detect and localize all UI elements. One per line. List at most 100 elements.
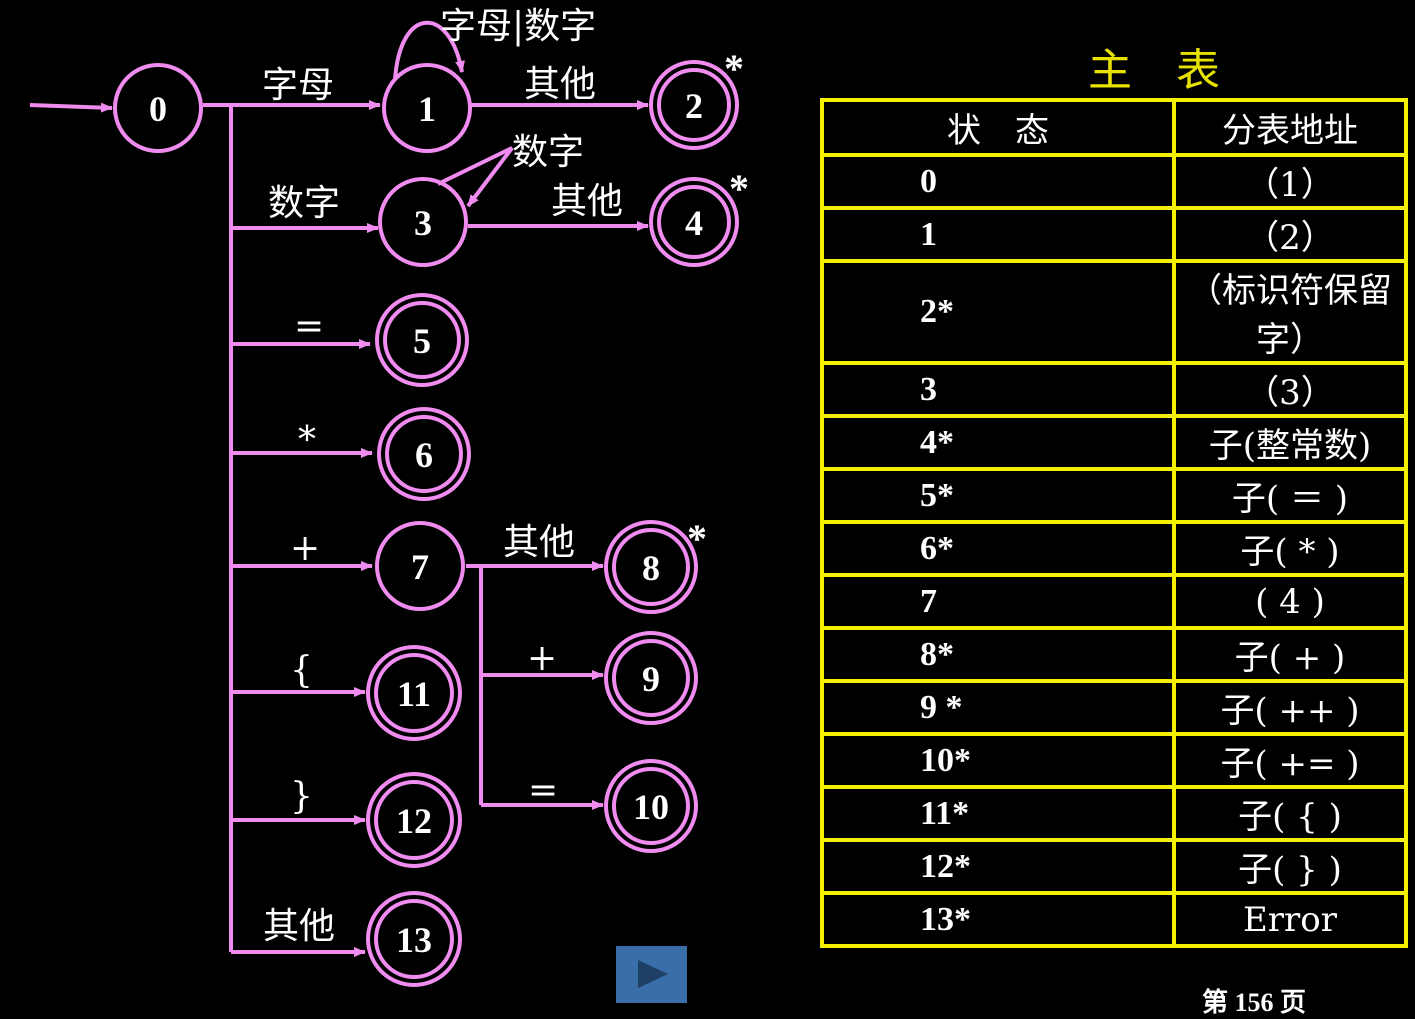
edge-label-loop-1: 字母|数字 [440, 6, 596, 47]
state-cell: 7 [820, 573, 1176, 630]
state-diagram: 0 1 2 3 4 5 6 7 8 9 10 11 12 13 * * * 字母… [29, 6, 749, 987]
state-9 [604, 631, 698, 725]
table-row: 13*Error [820, 891, 1408, 948]
state-4 [649, 177, 739, 267]
state-2 [649, 60, 739, 150]
address-cell: （2） [1172, 206, 1408, 263]
state-cell: 9 * [820, 679, 1176, 736]
header-state: 状 态 [820, 98, 1176, 157]
retract-star-2: * [724, 46, 744, 91]
address-cell: （1） [1172, 153, 1408, 210]
state-12 [366, 772, 462, 868]
state-cell: 5* [820, 467, 1176, 524]
edge-label-7-8: 其他 [503, 522, 575, 563]
edge-label-0-6: * [298, 420, 316, 461]
edge-label-0-5: = [294, 306, 324, 347]
state-10 [604, 759, 698, 853]
state-13 [366, 891, 462, 987]
page-number: 第 156 页 [1202, 988, 1307, 1017]
table-row: 4*子(整常数) [820, 414, 1408, 471]
state-0 [113, 63, 203, 153]
edge-label-0-13: 其他 [263, 906, 335, 947]
state-cell: 6* [820, 520, 1176, 577]
state-cell: 12* [820, 838, 1176, 895]
state-8 [604, 520, 698, 614]
state-label-8: 8 [642, 548, 660, 588]
header-address: 分表地址 [1172, 98, 1408, 157]
edge-label-3-4: 其他 [551, 181, 623, 222]
table-row: 8*子( + ) [820, 626, 1408, 683]
state-cell: 10* [820, 732, 1176, 789]
state-label-12: 12 [396, 801, 432, 841]
table-row: 5*子( ＝ ) [820, 467, 1408, 524]
retract-star-4: * [729, 166, 749, 211]
state-6 [377, 407, 471, 501]
edge-label-0-3: 数字 [268, 183, 340, 224]
main-table: 状 态 分表地址 0（1）1（2）2*（标识符保留字）3（3）4*子(整常数)5… [820, 98, 1408, 948]
state-label-1: 1 [418, 89, 436, 129]
play-button[interactable] [616, 946, 687, 1003]
state-cell: 13* [820, 891, 1176, 948]
state-label-6: 6 [415, 435, 433, 475]
state-cell: 8* [820, 626, 1176, 683]
state-label-10: 10 [633, 787, 669, 827]
state-label-3: 3 [414, 203, 432, 243]
edge-label-7-10: = [528, 770, 558, 811]
address-cell: 子( += ) [1172, 732, 1408, 789]
state-label-2: 2 [685, 86, 703, 126]
address-cell: 子(整常数) [1172, 414, 1408, 471]
table-row: 3（3） [820, 361, 1408, 418]
state-label-0: 0 [149, 89, 167, 129]
state-5 [375, 293, 469, 387]
edge-label-0-7: + [290, 528, 320, 569]
edge-label-0-11: { [290, 650, 313, 691]
state-label-4: 4 [685, 203, 703, 243]
start-edge [29, 102, 113, 113]
address-cell: 子( { ) [1172, 785, 1408, 842]
table-row: 1（2） [820, 206, 1408, 263]
table-row: 10*子( += ) [820, 732, 1408, 789]
table-row: 12*子( } ) [820, 838, 1408, 895]
state-cell: 4* [820, 414, 1176, 471]
state-cell: 11* [820, 785, 1176, 842]
state-7 [375, 521, 465, 611]
table-header-row: 状 态 分表地址 [820, 98, 1408, 157]
loop-1 [393, 20, 465, 81]
state-label-11: 11 [397, 674, 431, 714]
edge-label-7-9: + [527, 638, 557, 679]
state-label-13: 13 [396, 920, 432, 960]
table-row: 11*子( { ) [820, 785, 1408, 842]
state-1 [382, 63, 472, 153]
address-cell: 子( } ) [1172, 838, 1408, 895]
address-cell: 子( ++ ) [1172, 679, 1408, 736]
state-cell: 2* [820, 259, 1176, 365]
address-cell: 子( ＝ ) [1172, 467, 1408, 524]
table-row: 0（1） [820, 153, 1408, 210]
address-cell: ( 4 ) [1172, 573, 1408, 630]
edge-label-1-2: 其他 [524, 64, 596, 105]
state-label-7: 7 [411, 547, 429, 587]
state-cell: 3 [820, 361, 1176, 418]
play-icon [638, 960, 668, 988]
address-cell: 子( + ) [1172, 626, 1408, 683]
edge-label-0-1: 字母 [262, 65, 334, 106]
state-3 [378, 177, 468, 267]
retract-star-8: * [687, 516, 707, 561]
table-row: 9 *子( ++ ) [820, 679, 1408, 736]
table-title: 主表 [1088, 45, 1264, 96]
state-cell: 0 [820, 153, 1176, 210]
state-11 [366, 645, 462, 741]
address-cell: （3） [1172, 361, 1408, 418]
state-label-5: 5 [413, 321, 431, 361]
table-body: 0（1）1（2）2*（标识符保留字）3（3）4*子(整常数)5*子( ＝ )6*… [820, 153, 1408, 948]
state-label-9: 9 [642, 659, 660, 699]
loop-3 [437, 146, 514, 208]
edge-label-loop-3: 数字 [512, 132, 584, 173]
edge-label-0-12: } [290, 776, 313, 817]
address-cell: Error [1172, 891, 1408, 948]
address-cell: 子( * ) [1172, 520, 1408, 577]
table-row: 7( 4 ) [820, 573, 1408, 630]
table-row: 2*（标识符保留字） [820, 259, 1408, 365]
address-cell: （标识符保留字） [1172, 259, 1408, 365]
state-cell: 1 [820, 206, 1176, 263]
